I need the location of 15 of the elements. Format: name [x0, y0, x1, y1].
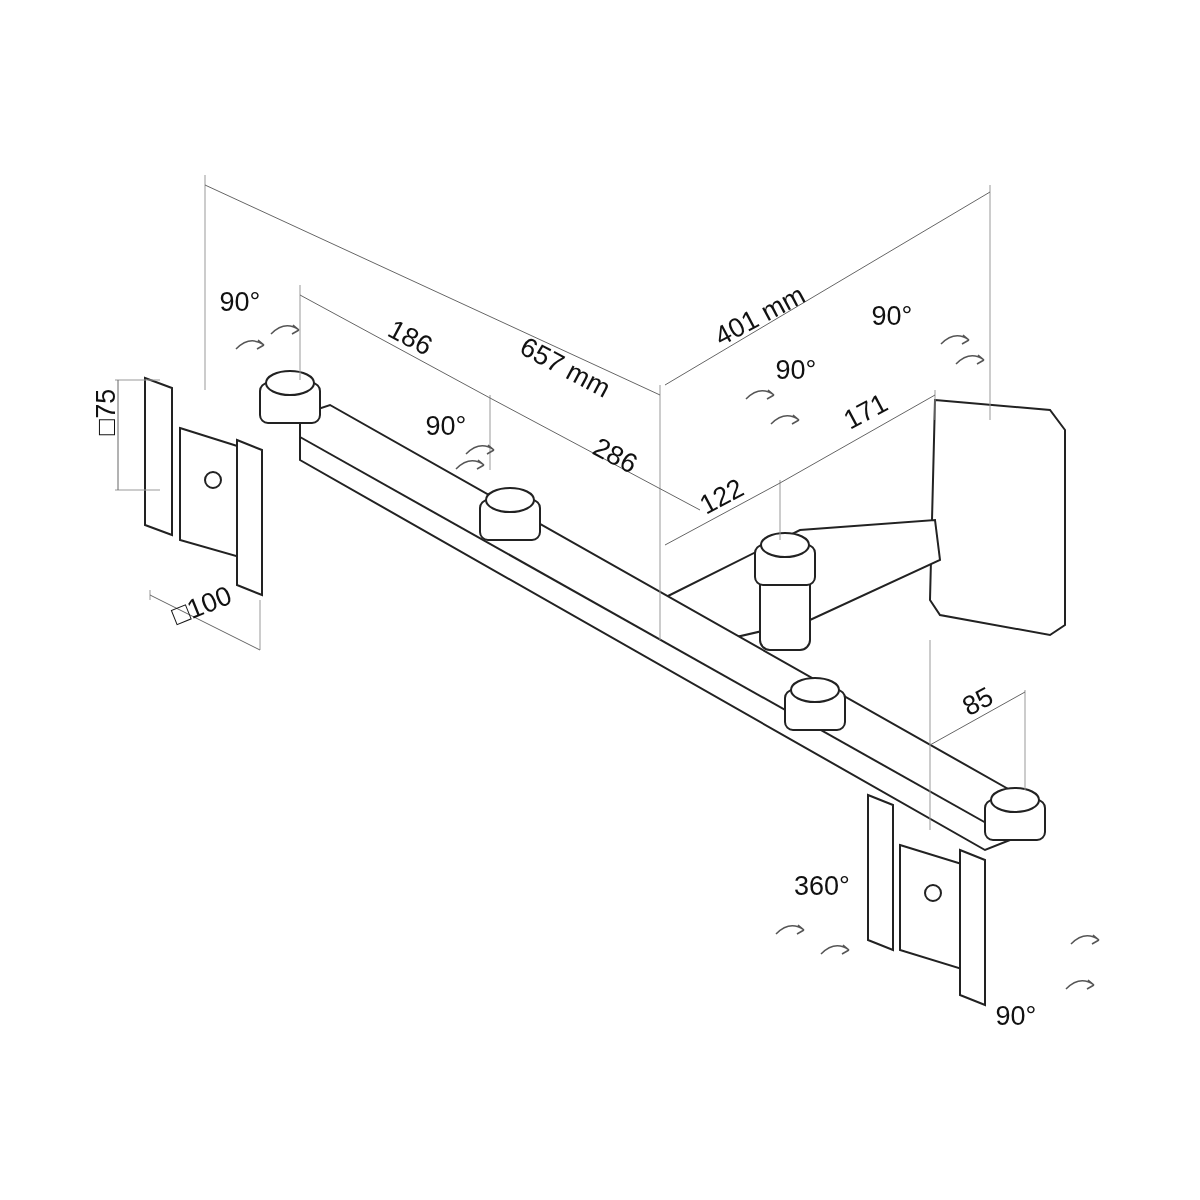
- angle-label: 90°: [775, 356, 817, 384]
- angle-label: 90°: [871, 302, 913, 330]
- angle-label: 90°: [219, 288, 261, 316]
- dimension-label: 85: [958, 683, 998, 721]
- dimension-label: 657 mm: [515, 333, 615, 403]
- angle-label: 90°: [425, 412, 467, 440]
- dimension-label: 286: [588, 433, 642, 479]
- dimension-label: □100: [168, 582, 236, 630]
- dimension-label: 171: [839, 389, 893, 435]
- angle-label: 90°: [995, 1002, 1037, 1030]
- angle-label: 360°: [794, 872, 850, 900]
- dimension-label: □75: [92, 388, 120, 436]
- dimension-label: 186: [383, 315, 437, 361]
- dimension-label: 122: [695, 474, 749, 520]
- dimension-label: 401 mm: [710, 281, 810, 351]
